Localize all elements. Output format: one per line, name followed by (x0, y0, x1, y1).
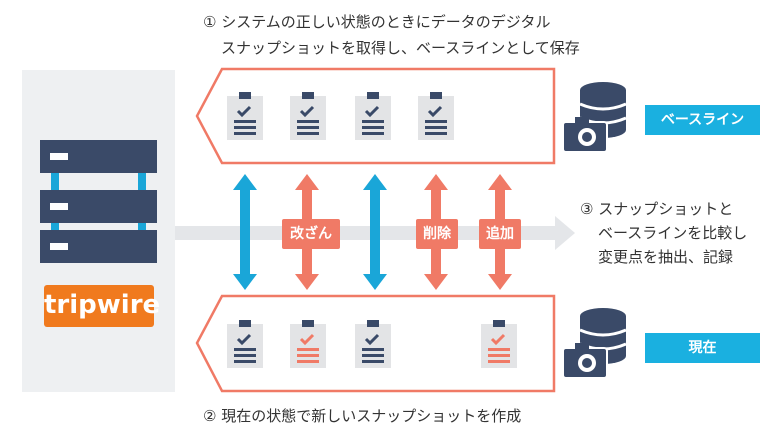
step1-caption-line1: ① システムの正しい状態のときにデータのデジタル (203, 13, 551, 31)
baseline-clipboard-4 (416, 90, 456, 142)
step3-caption-line3: 変更点を抽出、記録 (598, 248, 734, 266)
current-clipboard-1 (225, 318, 265, 370)
step2-caption: ② 現在の状態で新しいスナップショットを作成 (203, 407, 522, 425)
baseline-clipboard-3 (353, 90, 393, 142)
server-rail (138, 173, 146, 190)
server-led (50, 203, 68, 210)
server-rail (51, 173, 59, 190)
baseline-database-camera-icon (561, 80, 628, 154)
arrow-unchanged-2 (363, 174, 387, 290)
server-led (50, 153, 68, 160)
current-database-camera-icon (561, 306, 628, 380)
tripwire-logo: tripwire (44, 285, 160, 327)
change-label-added: 追加 (479, 219, 521, 249)
step3-caption-line1: ③ スナップショットと (580, 200, 734, 218)
change-label-modified: 改ざん (282, 219, 340, 249)
current-clipboard-5-added (479, 318, 519, 370)
current-tag: 現在 (645, 333, 760, 363)
current-clipboard-3 (353, 318, 393, 370)
baseline-tag: ベースライン (645, 105, 760, 135)
server-unit-2 (40, 190, 157, 223)
baseline-clipboard-1 (225, 90, 265, 142)
arrow-unchanged-1 (233, 174, 257, 290)
compare-arrow-head (555, 216, 575, 250)
baseline-clipboard-2 (288, 90, 328, 142)
step3-caption-line2: ベースラインを比較し (598, 224, 748, 242)
change-label-deleted: 削除 (416, 219, 458, 249)
server-led (50, 243, 68, 250)
current-clipboard-2-modified (288, 318, 328, 370)
server-unit-1 (40, 140, 157, 173)
server-unit-3 (40, 230, 157, 263)
compare-arrow-shaft (175, 226, 557, 240)
step1-caption-line2: スナップショットを取得し、ベースラインとして保存 (221, 39, 580, 57)
